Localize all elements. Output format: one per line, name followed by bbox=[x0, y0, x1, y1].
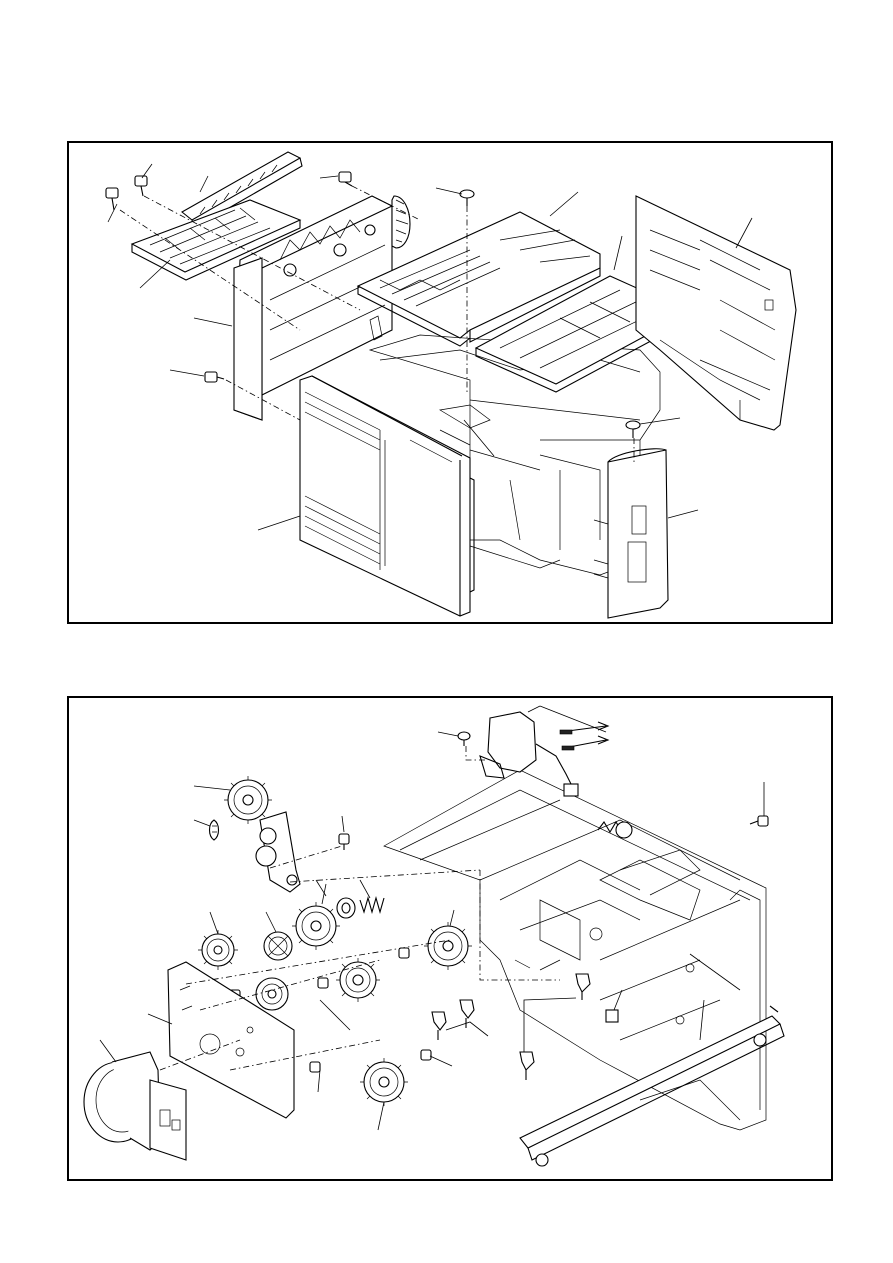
screw-icon bbox=[204, 371, 225, 383]
screw-icon bbox=[625, 420, 641, 438]
front-door-cover bbox=[299, 375, 475, 617]
e-ring bbox=[208, 819, 220, 841]
callout-leaders bbox=[107, 163, 753, 531]
fuser-frame-assembly bbox=[233, 195, 411, 421]
gear-c bbox=[292, 902, 340, 950]
rivet-icon bbox=[431, 1011, 447, 1040]
screw-icon bbox=[134, 175, 148, 197]
gear-a bbox=[198, 930, 238, 970]
screw-icon bbox=[105, 187, 119, 211]
pin-arrows bbox=[559, 721, 610, 751]
drive-side-plate bbox=[167, 961, 295, 1119]
screw-icon bbox=[338, 171, 353, 187]
exterior-covers-diagram bbox=[105, 151, 797, 619]
screw-icon bbox=[398, 947, 410, 959]
washer bbox=[336, 897, 356, 919]
rivet-icon bbox=[519, 1051, 535, 1080]
drive-frame-diagram bbox=[83, 705, 785, 1167]
left-strip-cover bbox=[233, 257, 263, 421]
exterior-covers-panel bbox=[67, 141, 833, 624]
harness-sensor bbox=[479, 711, 579, 797]
screw-icon bbox=[420, 1049, 432, 1061]
screw-icon bbox=[338, 833, 350, 850]
screw-icon bbox=[457, 731, 471, 746]
gear-d bbox=[255, 977, 289, 1011]
paper-guide-upper bbox=[181, 151, 303, 229]
top-cover-tray bbox=[356, 211, 601, 347]
gear-g bbox=[360, 1058, 408, 1106]
gear-bracket-assembly bbox=[224, 776, 301, 893]
guide-rail bbox=[519, 1005, 785, 1167]
drive-spring bbox=[597, 820, 633, 839]
gear-f bbox=[424, 922, 472, 970]
screw-icon bbox=[309, 1061, 321, 1073]
screw-icon bbox=[459, 189, 475, 206]
rivet-icon bbox=[575, 973, 591, 1000]
screw-icon bbox=[317, 977, 329, 989]
right-side-cover bbox=[635, 195, 797, 431]
callout-leaders bbox=[99, 705, 765, 1131]
paper-guide-lower bbox=[130, 199, 302, 281]
gear-b bbox=[263, 931, 293, 961]
right-front-panel bbox=[593, 448, 669, 619]
clip-icon bbox=[605, 1009, 619, 1023]
compression-spring bbox=[359, 895, 385, 915]
drive-frame-panel bbox=[67, 696, 833, 1181]
assembly-axis-lines bbox=[119, 185, 635, 462]
assembly-axis-lines bbox=[159, 746, 560, 1071]
screw-icon bbox=[749, 815, 769, 827]
drive-motor bbox=[83, 1051, 187, 1161]
gear-e bbox=[336, 958, 380, 1002]
